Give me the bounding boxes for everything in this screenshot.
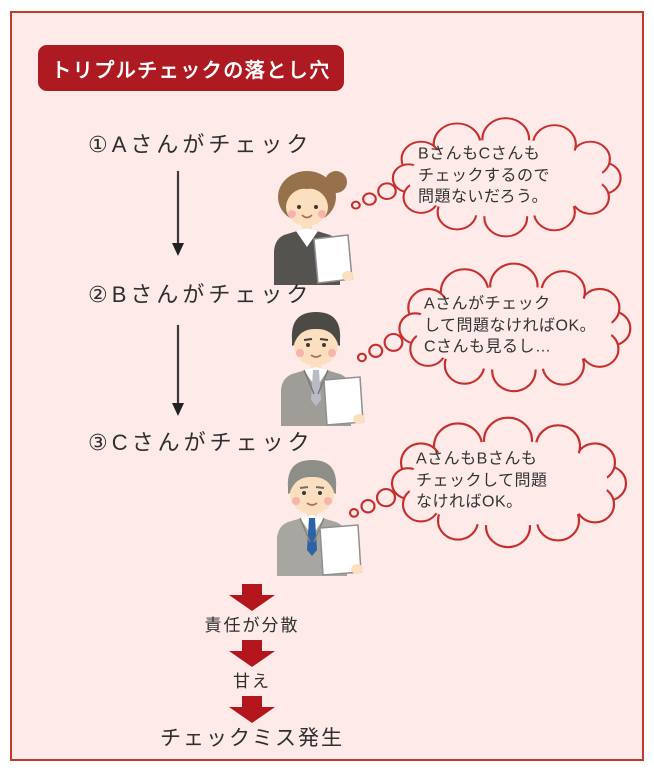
diagram-panel: トリプルチェックの落とし穴 ①Aさんがチェック — [10, 11, 644, 761]
down-arrow-icon — [172, 325, 184, 416]
step-3-label: ③Cさんがチェック — [88, 430, 314, 455]
thought-bubble-2: Aさんがチェック して問題なければOK。 Cさんも見るし… — [356, 258, 652, 394]
outcome-label-2: 甘え — [233, 672, 271, 691]
down-arrow-icon — [172, 171, 184, 256]
red-down-arrow-icon — [229, 640, 275, 667]
thought-text-2: Aさんがチェック して問題なければOK。 Cさんも見るし… — [424, 295, 597, 356]
page-title: トリプルチェックの落とし穴 — [51, 59, 331, 82]
businessman-with-document-icon — [281, 312, 365, 426]
step-1-label: ①Aさんがチェック — [88, 132, 313, 157]
title-banner: トリプルチェックの落とし穴 — [38, 45, 344, 91]
red-down-arrow-icon — [229, 584, 275, 611]
outcome-label-3: チェックミス発生 — [160, 727, 344, 750]
step-2-label: ②Bさんがチェック — [88, 282, 313, 307]
outcome-label-1: 責任が分散 — [204, 616, 300, 635]
thought-text-3: AさんもBさんも チェックして問題 なければOK。 — [416, 450, 548, 511]
thought-bubble-1: BさんもCさんも チェックするので 問題ないだろう。 — [350, 113, 642, 239]
red-down-arrow-icon — [229, 696, 275, 723]
thought-bubble-3: AさんもBさんも チェックして問題 なければOK。 — [348, 412, 648, 550]
senior-businessman-with-document-icon — [277, 460, 363, 576]
outcome-chain: 責任が分散 甘え チェックミス発生 — [112, 584, 392, 752]
thought-cloud-icon — [350, 117, 622, 238]
thought-cloud-icon — [348, 416, 628, 549]
thought-cloud-icon — [356, 262, 632, 393]
businesswoman-with-document-icon — [274, 171, 354, 285]
thought-text-1: BさんもCさんも チェックするので 問題ないだろう。 — [418, 145, 551, 206]
